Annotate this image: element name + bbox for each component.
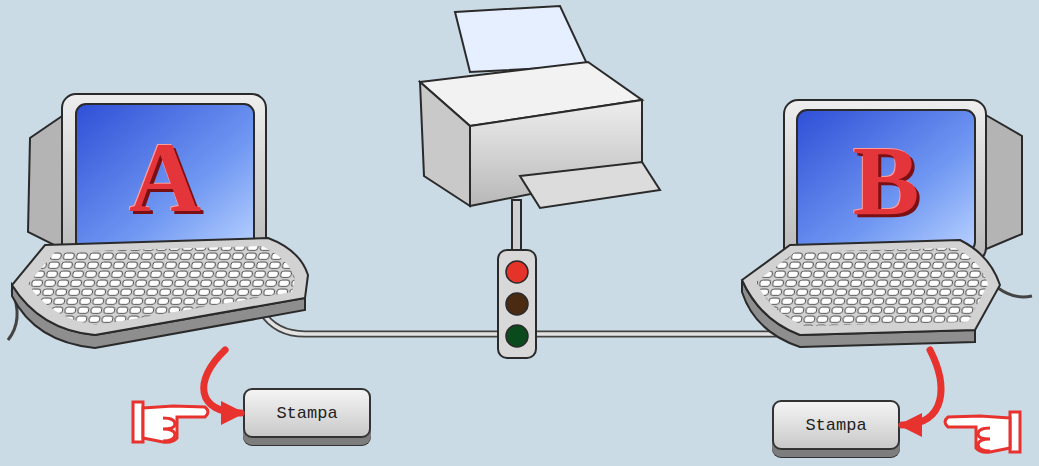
- screen-letter: A: [76, 104, 254, 252]
- printer-paper: [455, 6, 588, 72]
- computer-a: [8, 94, 308, 348]
- computer-node: B: [735, 95, 1035, 350]
- light-housing: [498, 250, 536, 358]
- light-pole: [512, 200, 521, 252]
- hand-fingers: [978, 428, 990, 451]
- hand-palm: [945, 416, 1010, 452]
- keyboard-keys: [756, 248, 988, 326]
- printer-tray: [520, 162, 660, 208]
- computer-node: A: [5, 90, 315, 350]
- printer-side: [420, 82, 470, 206]
- keyboard-top: [742, 240, 1000, 335]
- screen-letter: B: [797, 110, 975, 252]
- pointing-hand: [133, 402, 208, 442]
- red-lamp: [506, 261, 528, 283]
- keyboard-cord: [998, 288, 1032, 297]
- button-label: Stampa: [805, 416, 866, 435]
- printer: [420, 6, 660, 208]
- monitor-screen: [797, 110, 975, 252]
- traffic-light: [498, 200, 536, 358]
- amber-lamp: [506, 293, 528, 315]
- keyboard-top: [12, 238, 308, 335]
- computer-b: [742, 100, 1032, 347]
- print-button: Stampa: [772, 400, 900, 450]
- press-arrow: [204, 350, 241, 413]
- button-label: Stampa: [276, 404, 337, 423]
- monitor-back: [984, 114, 1022, 250]
- print-button: Stampa: [243, 388, 371, 438]
- hand-palm: [143, 406, 208, 442]
- press-arrow: [902, 350, 941, 425]
- monitor-bezel: [784, 100, 986, 262]
- monitor-screen: [76, 104, 254, 252]
- keyboard-keys: [28, 246, 295, 325]
- hand-fingers: [163, 418, 175, 441]
- green-lamp: [506, 325, 528, 347]
- pointing-hand: [945, 412, 1020, 452]
